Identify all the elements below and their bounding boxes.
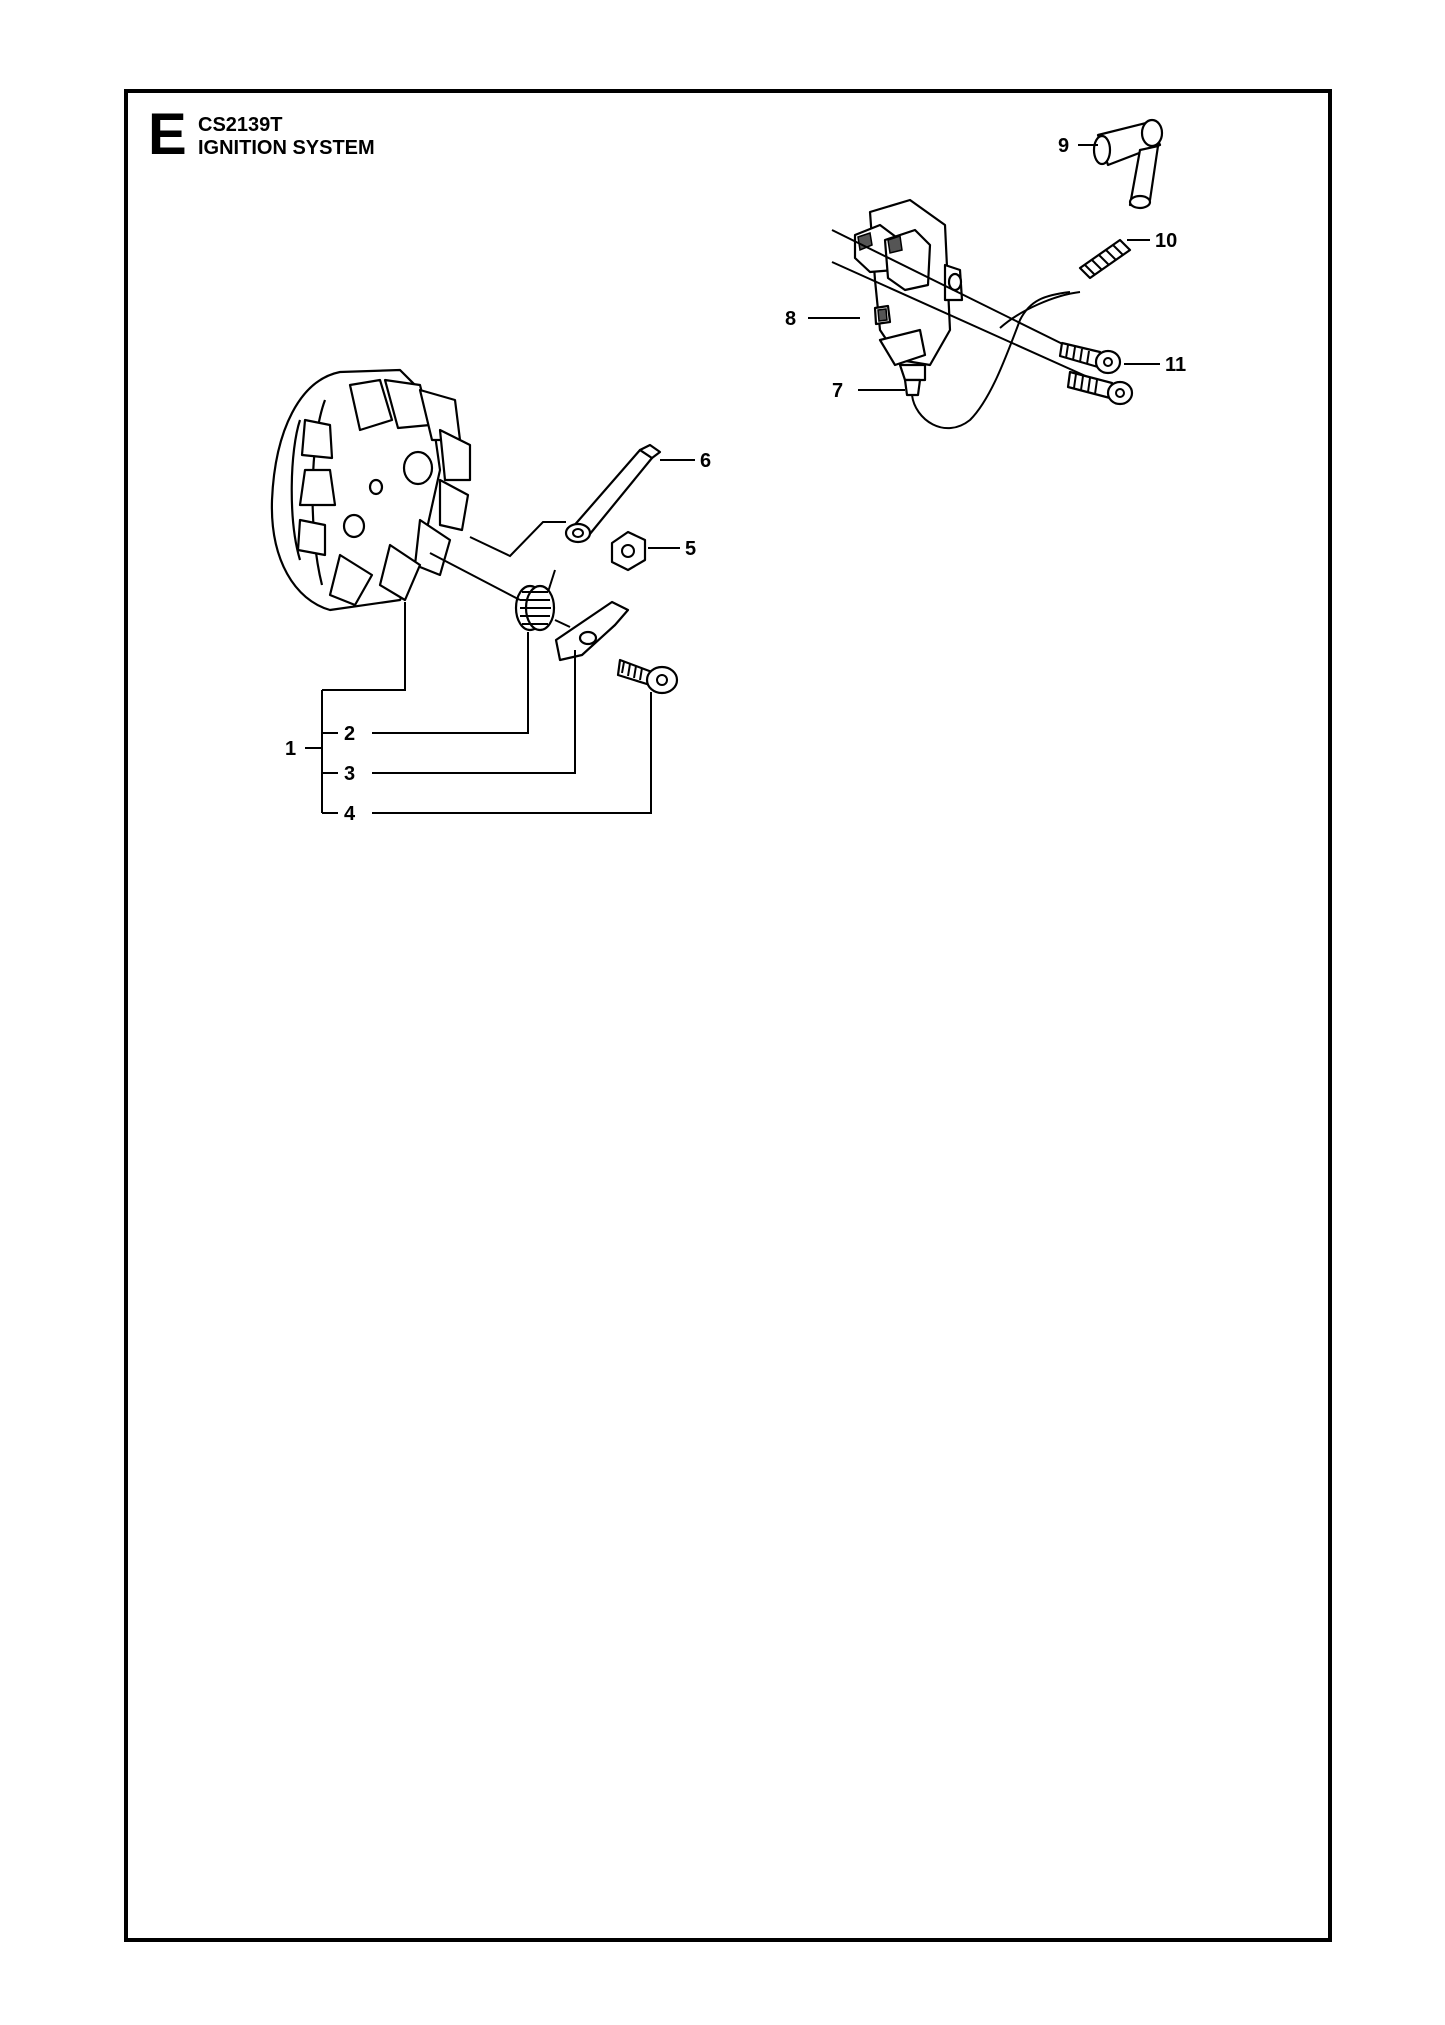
flywheel-icon: [270, 368, 472, 612]
callout-2: 2: [344, 723, 355, 745]
bolt-icon: [616, 658, 679, 695]
section-letter: E: [148, 102, 187, 167]
callout-4: 4: [344, 803, 356, 825]
callout-3: 3: [344, 763, 355, 785]
spark-plug-cap-icon: [1092, 118, 1164, 210]
hex-nut-icon: [610, 530, 647, 572]
plate-icon: [564, 443, 662, 544]
page-frame: [124, 89, 1332, 1942]
callout-10: 10: [1155, 230, 1177, 252]
coil-spring-icon: [1078, 238, 1132, 280]
ignition-module-icon: [853, 198, 964, 397]
callout-9: 9: [1058, 135, 1069, 157]
callout-7: 7: [832, 380, 843, 402]
callout-1: 1: [285, 738, 296, 760]
spring-icon: [514, 569, 556, 632]
callout-8: 8: [785, 308, 796, 330]
page-title: IGNITION SYSTEM: [198, 137, 375, 159]
callout-6: 6: [700, 450, 711, 472]
model-number: CS2139T: [198, 114, 283, 136]
callout-5: 5: [685, 538, 696, 560]
screw-icon: [1058, 341, 1134, 406]
callout-11: 11: [1165, 354, 1186, 376]
pawl-icon: [554, 600, 630, 662]
